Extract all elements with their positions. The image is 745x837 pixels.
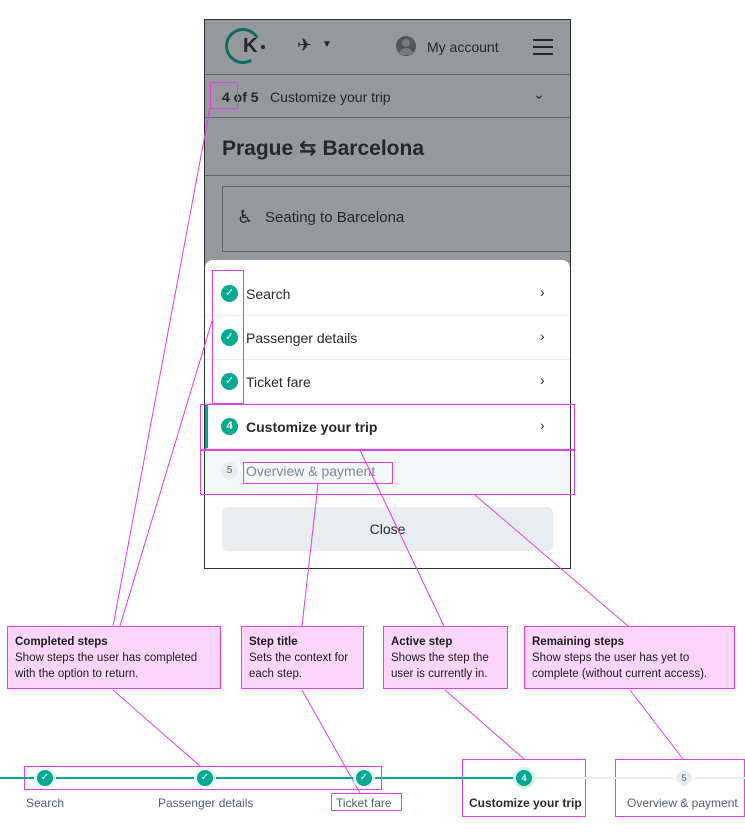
callout-description: Sets the context for each step. <box>249 652 349 680</box>
callout-active-step: Active step Shows the step the user is c… <box>383 626 508 689</box>
chevron-right-icon: › <box>540 372 545 388</box>
airplane-icon[interactable]: ✈ <box>297 35 313 55</box>
stepper-label-passenger-details[interactable]: Passenger details <box>158 796 254 810</box>
stepper-check-icon[interactable]: ✓ <box>353 767 375 789</box>
phone-mockup: K ✈ ▼ My account 4 of 5 Customize your t… <box>204 19 571 569</box>
stepper-remaining-badge: 5 <box>673 767 695 789</box>
highlight-step-title <box>243 462 393 484</box>
stepper-label-search[interactable]: Search <box>26 796 65 810</box>
step-row-passenger-details[interactable]: ✓ Passenger details › <box>205 316 570 360</box>
kiwi-logo-dot <box>261 45 265 49</box>
callout-remaining-steps: Remaining steps Show steps the user has … <box>524 626 735 689</box>
step-number-badge: 4 <box>221 418 238 435</box>
callout-description: Show steps the user has yet to complete … <box>532 652 708 680</box>
step-label: Passenger details <box>246 330 358 346</box>
callout-completed-steps: Completed steps Show steps the user has … <box>7 626 221 689</box>
account-avatar-icon[interactable] <box>396 36 416 56</box>
kiwi-logo-letter: K <box>243 35 258 57</box>
highlight-stepper-title <box>331 793 402 811</box>
stepper-check-icon[interactable]: ✓ <box>34 767 56 789</box>
app-header: K ✈ ▼ My account <box>205 20 570 74</box>
callout-title: Completed steps <box>15 636 108 648</box>
highlight-remaining-step <box>200 450 575 495</box>
seating-label: Seating to Barcelona <box>265 209 405 226</box>
chevron-right-icon: › <box>540 328 545 344</box>
check-icon: ✓ <box>221 329 238 346</box>
callout-title: Remaining steps <box>532 636 625 648</box>
stepper-label-ticket-fare[interactable]: Ticket fare <box>336 796 392 810</box>
highlight-completed-icons <box>212 270 244 404</box>
seat-icon: ♿ <box>237 207 254 227</box>
chevron-right-icon: › <box>540 417 545 433</box>
step-number-badge: 5 <box>221 462 238 479</box>
menu-icon[interactable] <box>533 39 553 55</box>
step-row-customize-trip[interactable]: 4 Customize your trip › <box>205 405 570 449</box>
step-label: Ticket fare <box>246 374 311 390</box>
callout-description: Show steps the user has completed with t… <box>15 652 198 680</box>
progress-count: 4 of 5 <box>222 89 259 105</box>
stepper-active-badge: 4 <box>513 767 535 789</box>
callout-title: Active step <box>391 636 453 648</box>
stepper-check-icon[interactable]: ✓ <box>194 767 216 789</box>
chevron-down-icon[interactable]: ▼ <box>322 39 332 50</box>
highlight-active-step <box>200 404 575 450</box>
progress-summary-bar[interactable]: 4 of 5 Customize your trip ⌄ <box>205 74 570 118</box>
progress-title: Customize your trip <box>270 89 391 105</box>
stepper-label-overview-payment: Overview & payment <box>627 796 738 810</box>
step-label: Overview & payment <box>246 463 376 479</box>
step-label: Customize your trip <box>246 419 378 435</box>
check-icon: ✓ <box>221 373 238 390</box>
callout-description: Shows the step the user is currently in. <box>391 652 489 680</box>
chevron-right-icon: › <box>540 284 545 300</box>
route-title: Prague ⇆ Barcelona <box>222 137 425 160</box>
highlight-progress-count <box>210 82 238 109</box>
divider <box>205 175 570 176</box>
stepper-track-completed <box>0 777 523 779</box>
stepper-track-remaining <box>523 777 745 779</box>
highlight-stepper-active <box>462 759 586 817</box>
stepper-label-customize-trip: Customize your trip <box>469 796 582 810</box>
callout-title: Step title <box>249 636 298 648</box>
check-icon: ✓ <box>221 285 238 302</box>
steps-sheet: ✓ Search › ✓ Passenger details › ✓ Ticke… <box>205 260 570 568</box>
step-row-search[interactable]: ✓ Search › <box>205 272 570 316</box>
step-row-overview-payment: 5 Overview & payment <box>205 449 570 493</box>
step-row-ticket-fare[interactable]: ✓ Ticket fare › <box>205 360 570 404</box>
seating-card[interactable]: ♿ Seating to Barcelona <box>222 186 570 252</box>
callout-step-title: Step title Sets the context for each ste… <box>241 626 364 689</box>
step-label: Search <box>246 286 291 302</box>
chevron-down-icon[interactable]: ⌄ <box>533 86 545 102</box>
my-account-link[interactable]: My account <box>427 39 499 55</box>
